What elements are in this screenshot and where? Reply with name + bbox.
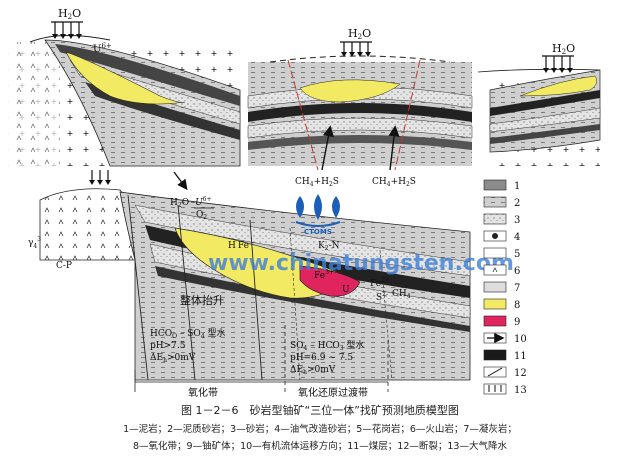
watermark: www.chinatungsten.com <box>208 251 514 276</box>
legend-num-9: 9 <box>514 317 520 328</box>
legend-swatch-11 <box>483 349 507 361</box>
figure-caption-line-2: 8—氧化带；9—铀矿体；10—有机流体运移方向；11—煤层；12—断裂；13—大… <box>133 441 507 452</box>
fe3-label: Fe3+ <box>314 269 334 281</box>
zone-transition-label: 氧化还原过渡带 <box>298 386 368 399</box>
top-left-section <box>8 21 241 167</box>
water-type-2: SO4 – HCO3 型水 <box>290 339 364 352</box>
legend-swatch-1 <box>483 179 507 191</box>
legend-swatch-8 <box>483 298 507 310</box>
ch4-h2s-label-1: CH4+H2S <box>295 177 339 188</box>
o2-label: O2 <box>196 210 207 221</box>
kn-label: K2-N <box>318 241 340 252</box>
legend-num-12: 12 <box>514 368 527 379</box>
u-red-label: U <box>342 285 350 295</box>
water-ph-1: pH>7.5 <box>150 341 186 351</box>
figure-caption-line-1: 1—泥岩；2—泥质砂岩；3—砂岩；4—油气改造砂岩；5—花岗岩；6—火山岩；7—… <box>123 424 517 435</box>
legend-swatch-7 <box>483 281 507 293</box>
legend-num-11: 11 <box>514 351 527 362</box>
h2o-label-1: H2O <box>58 7 81 21</box>
legend-num-10: 10 <box>514 334 527 345</box>
logo-text: CTOMS <box>304 228 332 236</box>
legend-num-6: 6 <box>514 266 520 277</box>
legend-num-2: 2 <box>514 198 520 209</box>
ch4-h2s-label-2: CH4+H2S <box>372 177 416 188</box>
legend-num-5: 5 <box>514 249 520 260</box>
main-section <box>39 170 471 392</box>
legend-num-7: 7 <box>514 283 520 294</box>
water-type-1: HCOO – SO4 型水 <box>150 327 226 340</box>
s2-label: S2- <box>376 291 388 303</box>
legend-swatch-2 <box>483 196 507 208</box>
legend-num-4: 4 <box>514 232 520 243</box>
legend-swatch-9 <box>483 315 507 327</box>
fe2-label: Fe2+ <box>370 277 390 289</box>
legend-num-8: 8 <box>514 300 520 311</box>
legend-num-1: 1 <box>514 181 520 192</box>
u6-label: U6+ <box>93 42 112 55</box>
water-eh-1: ΔEh>0mV <box>150 353 196 364</box>
top-right-section <box>477 55 601 166</box>
cp-label: C-P <box>56 261 72 271</box>
ch4-label: CH4 <box>392 289 411 300</box>
figure-caption-title: 图 1－2－6 砂岩型铀矿“三位一体”找矿预测地质模型图 <box>181 404 459 417</box>
top-center-section <box>247 41 473 171</box>
h2o-label-2: H2O <box>348 27 371 41</box>
ctoms-logo <box>295 194 341 227</box>
water-eh-2: ΔEh>0mV <box>290 365 336 376</box>
legend-swatch-3 <box>483 213 507 225</box>
legend: 1 2 3 4 5 6 7 8 9 10 11 12 13 <box>483 179 527 396</box>
legend-num-3: 3 <box>514 215 520 226</box>
uplift-label: 整体抬升 <box>180 293 224 307</box>
legend-swatch-5 <box>483 247 507 259</box>
legend-num-13: 13 <box>514 385 527 396</box>
h2o-label-3: H2O <box>552 42 575 56</box>
legend-swatch-6 <box>483 264 507 276</box>
zone-oxidation-label: 氧化带 <box>188 386 218 399</box>
water-ph-2: pH=6.9 ~ 7.5 <box>290 353 353 363</box>
gamma-label: γ43 <box>28 236 41 250</box>
